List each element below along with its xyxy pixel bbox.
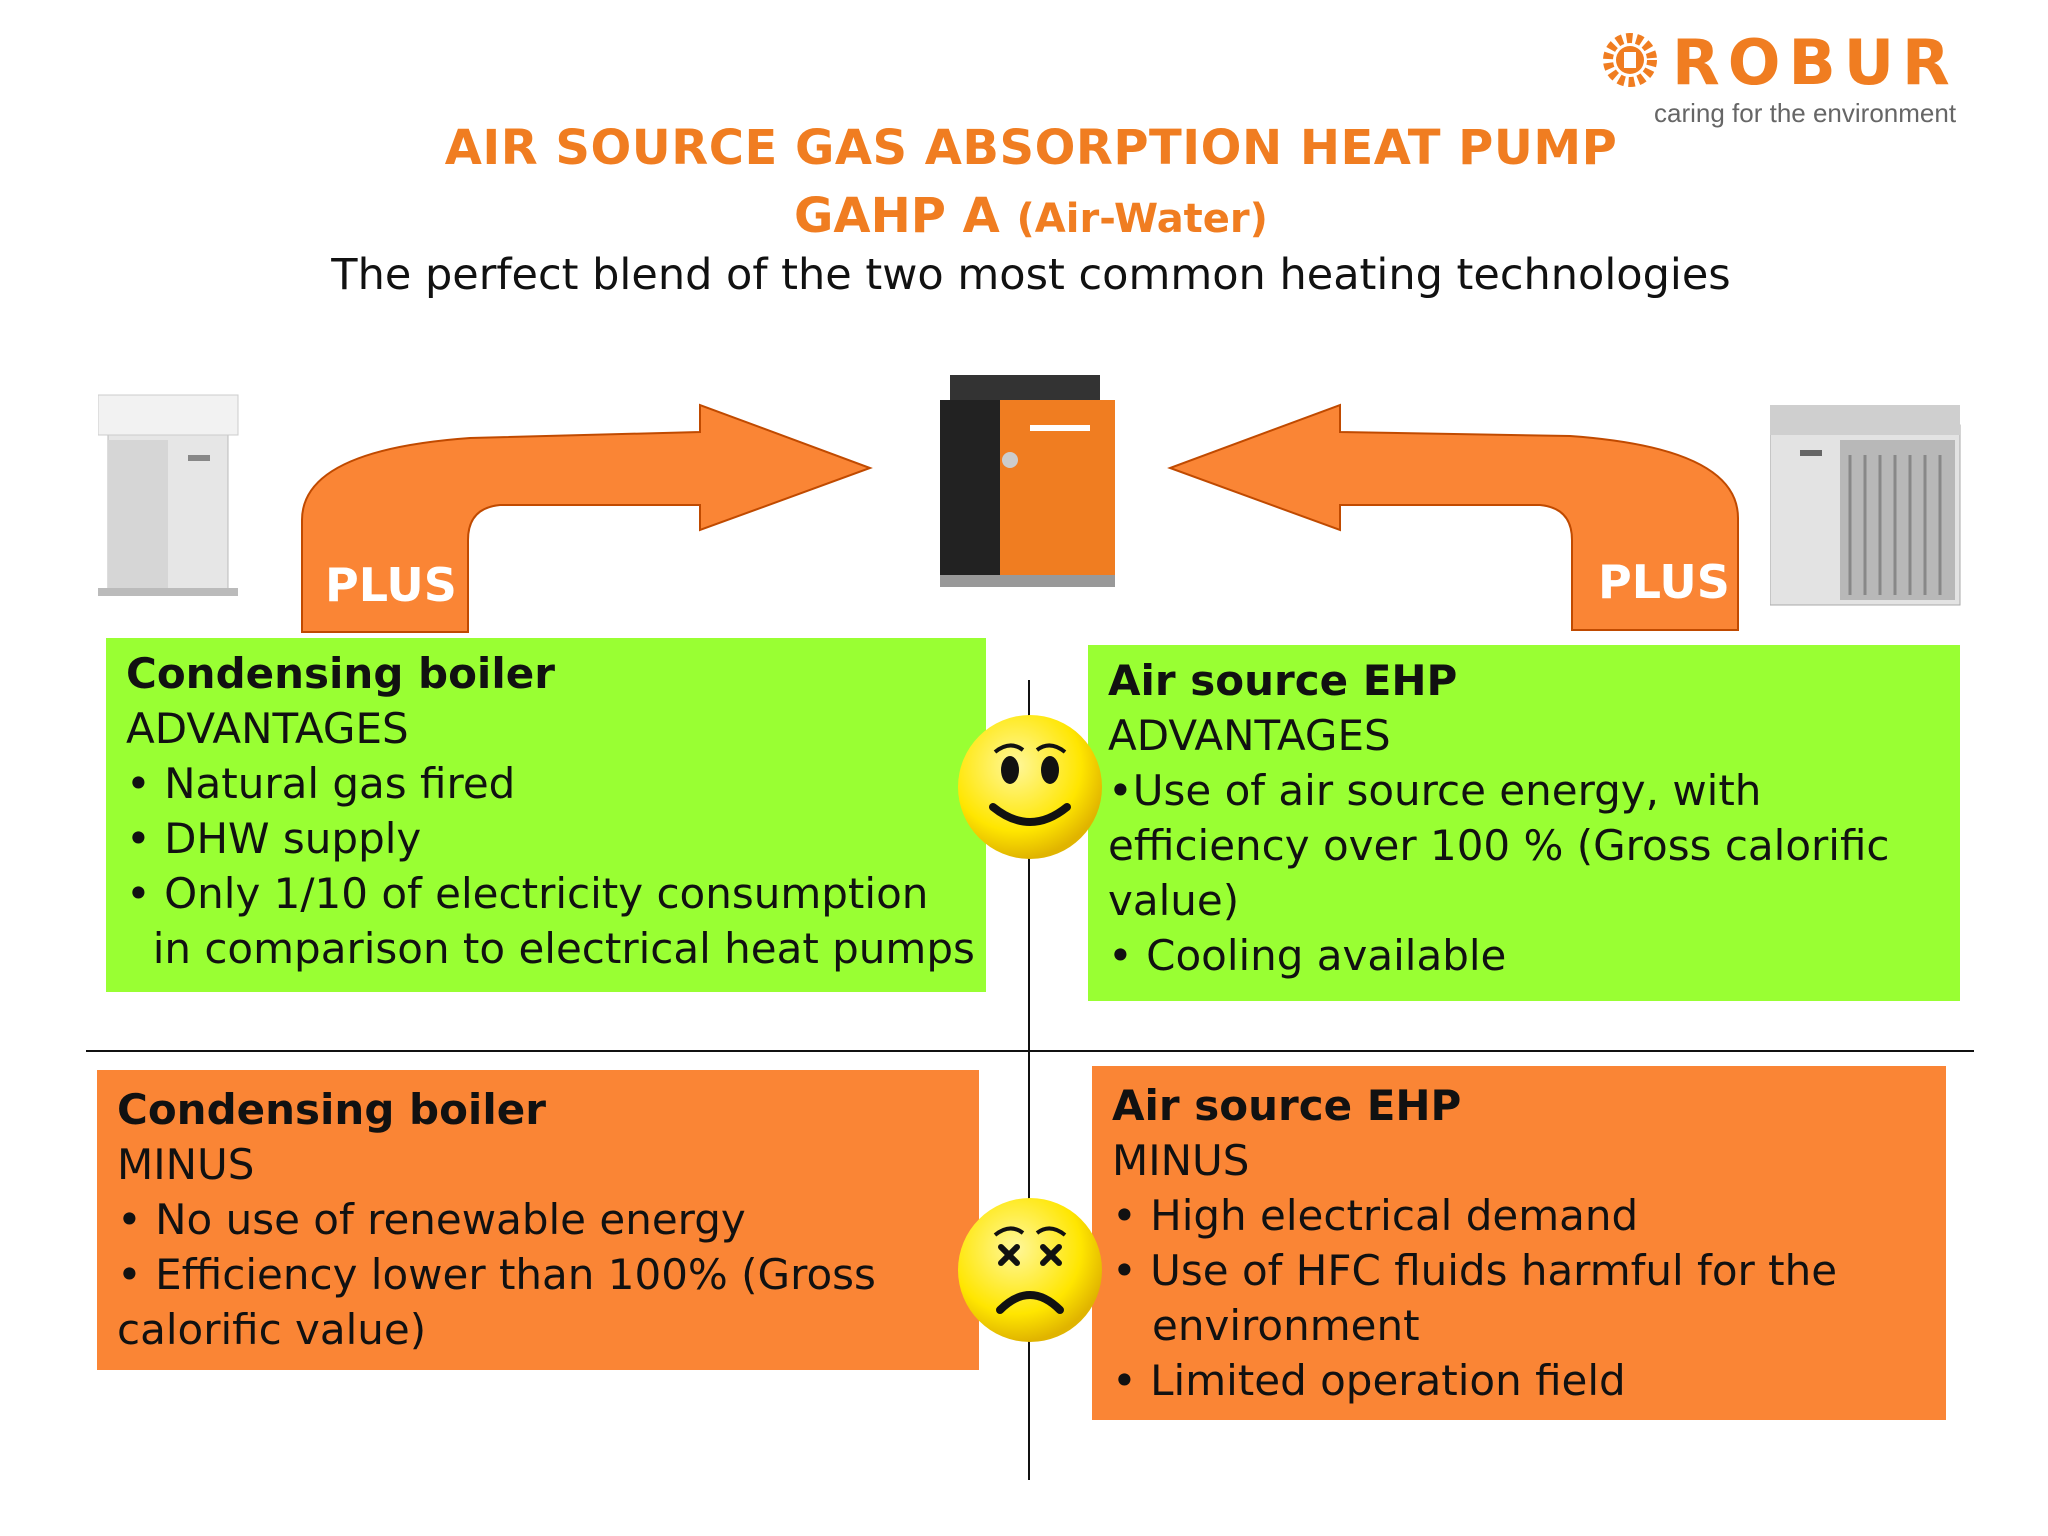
list-item: in comparison to electrical heat pumps: [126, 924, 975, 973]
logo-brand: ROBUR: [1672, 26, 1958, 99]
ehp-advantages-kind: ADVANTAGES: [1108, 711, 1391, 760]
page-title: AIR SOURCE GAS ABSORPTION HEAT PUMP: [444, 120, 1618, 176]
ehp-minus-heading: Air source EHP: [1112, 1081, 1462, 1130]
list-item: • Efficiency lower than 100% (Gross: [117, 1250, 876, 1299]
left-plus-arrow: [301, 403, 873, 633]
list-item: value): [1108, 876, 1240, 925]
horizontal-divider: [86, 1050, 1974, 1052]
list-item: • Only 1/10 of electricity consumption: [126, 869, 929, 918]
list-item: • Natural gas fired: [126, 759, 516, 808]
list-item: environment: [1112, 1301, 1420, 1350]
boiler-advantages-kind: ADVANTAGES: [126, 704, 409, 753]
right-plus-label: PLUS: [1598, 555, 1730, 609]
gahp-unit-image: [940, 375, 1115, 587]
list-item: • Use of HFC fluids harmful for the: [1112, 1246, 1838, 1295]
ehp-minus-box: Air source EHP MINUS • High electrical d…: [1092, 1066, 1946, 1420]
happy-face-icon: [958, 715, 1102, 859]
left-plus-label: PLUS: [325, 558, 457, 612]
robur-logo: ROBUR caring for the environment: [1600, 26, 2020, 136]
boiler-advantages-box: Condensing boiler ADVANTAGES • Natural g…: [106, 638, 986, 992]
electric-heat-pump-image: [1770, 405, 1961, 606]
boiler-advantages-heading: Condensing boiler: [126, 649, 555, 698]
vertical-divider: [1028, 680, 1030, 1480]
logo-tagline: caring for the environment: [1654, 98, 1957, 128]
ehp-minus-kind: MINUS: [1112, 1136, 1250, 1185]
list-item: • Cooling available: [1108, 931, 1507, 980]
list-item: •Use of air source energy, with: [1108, 766, 1762, 815]
product-name: GAHP A: [794, 188, 1000, 244]
boiler-minus-heading: Condensing boiler: [117, 1085, 546, 1134]
list-item: • High electrical demand: [1112, 1191, 1639, 1240]
right-plus-arrow: [1167, 403, 1739, 631]
list-item: • No use of renewable energy: [117, 1195, 746, 1244]
plus-arrows: [301, 403, 1739, 633]
page-title-line2: GAHP A (Air-Water): [0, 188, 2048, 244]
list-item: calorific value): [117, 1305, 427, 1354]
list-item: efficiency over 100 % (Gross calorific: [1108, 821, 1890, 870]
ehp-advantages-heading: Air source EHP: [1108, 656, 1458, 705]
condensing-boiler-image: [98, 394, 239, 596]
page-subtitle: The perfect blend of the two most common…: [331, 250, 1731, 300]
sad-face-icon: [958, 1198, 1102, 1342]
list-item: • DHW supply: [126, 814, 422, 863]
boiler-minus-box: Condensing boiler MINUS • No use of rene…: [97, 1070, 979, 1370]
gear-logo-icon: [1603, 33, 1657, 87]
product-type: (Air-Water): [1016, 196, 1268, 242]
boiler-minus-kind: MINUS: [117, 1140, 255, 1189]
list-item: • Limited operation field: [1112, 1356, 1626, 1405]
ehp-advantages-box: Air source EHP ADVANTAGES •Use of air so…: [1088, 645, 1960, 1001]
